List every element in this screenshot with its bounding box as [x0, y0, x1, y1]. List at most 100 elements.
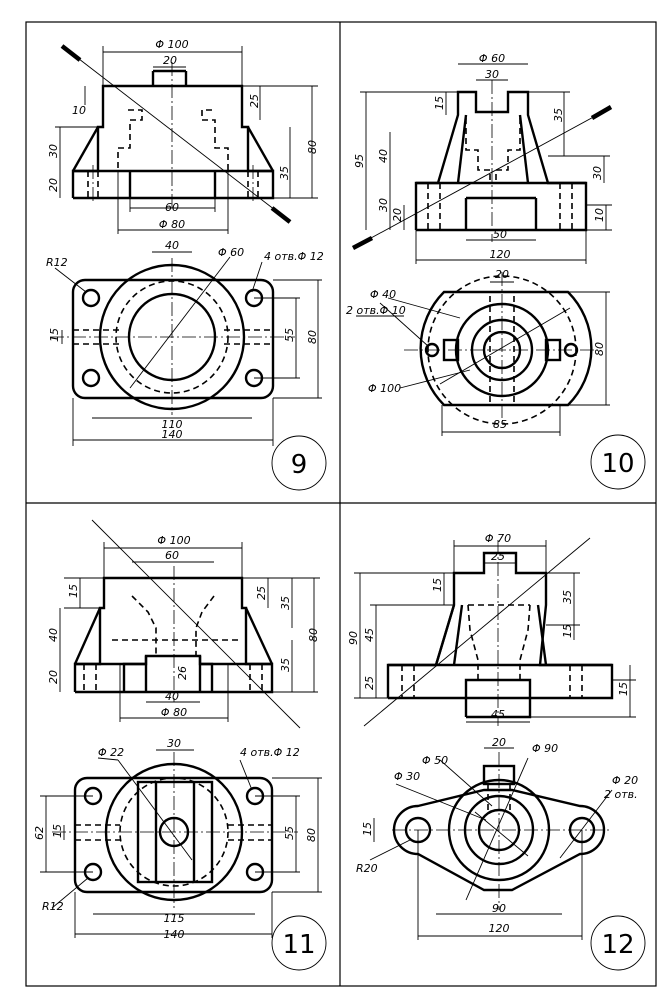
p10-dim-120: 120 — [490, 248, 511, 261]
p12-dim-45b: 45 — [491, 708, 505, 721]
p11-dim-40: 40 — [47, 628, 60, 642]
p10-dim-30a: 30 — [377, 198, 390, 212]
panel-10-top-view: 20 Φ 40 2 отв.Φ 10 80 Φ 100 85 — [346, 268, 610, 436]
p9-dim-r12: R12 — [46, 256, 68, 269]
p10-dim-85: 85 — [493, 418, 507, 431]
p9-dim-40: 40 — [165, 239, 179, 252]
p10-dim-80: 80 — [593, 342, 606, 356]
p11-dim-20: 20 — [47, 670, 60, 684]
p10-dim-30: 30 — [485, 68, 499, 81]
p10-dim-30b: 30 — [591, 166, 604, 180]
p10-dim-35: 35 — [552, 108, 565, 122]
p12-dim-r20: R20 — [356, 862, 378, 875]
p10-dim-50: 50 — [493, 228, 507, 241]
p11-dim-80: 80 — [305, 828, 318, 842]
p12-dim-90: 90 — [347, 631, 360, 645]
p9-dim-25: 25 — [248, 94, 261, 108]
p9-dim-60: 60 — [165, 201, 179, 214]
p11-dim-holes: 4 отв.Φ 12 — [240, 746, 300, 759]
p9-dim-holes: 4 отв.Φ 12 — [264, 250, 324, 263]
p9-dim-30: 30 — [47, 144, 60, 158]
p11-dim-d100: Φ 100 — [157, 534, 190, 547]
p9-dim-d100: Φ 100 — [155, 38, 188, 51]
p11-dim-115: 115 — [164, 912, 185, 925]
p11-dim-r12: R12 — [42, 900, 64, 913]
p11-dim-d22: Φ 22 — [98, 746, 124, 759]
p9-dim-d60: Φ 60 — [218, 246, 244, 259]
panel-11: Φ 100 60 15 25 35 40 80 20 26 35 40 Φ 80 — [33, 519, 327, 971]
panel-9-front-view: Φ 100 20 10 25 80 30 20 35 60 Φ 80 — [47, 38, 319, 234]
p11-dim-55: 55 — [283, 826, 296, 840]
p9-dim-80: 80 — [306, 140, 319, 154]
p9-dim-35: 35 — [278, 166, 291, 180]
p9-dim-10: 10 — [72, 104, 86, 117]
panel-12-number-circle — [590, 915, 646, 971]
p12-dim-2holes: 2 отв. — [604, 788, 638, 801]
p9-dim-55: 55 — [283, 328, 296, 342]
p10-dim-d40: Φ 40 — [370, 288, 396, 301]
panel-9: Φ 100 20 10 25 80 30 20 35 60 Φ 80 — [46, 38, 327, 491]
panel-10-number-circle — [590, 434, 646, 490]
p12-dim-45: 45 — [363, 628, 376, 642]
p11-dim-35a: 35 — [279, 596, 292, 610]
p10-dim-holes: 2 отв.Φ 10 — [346, 304, 406, 317]
p12-dim-15c: 15 — [617, 682, 630, 696]
p10-dim-10: 10 — [593, 208, 606, 222]
panel-11-front-view: Φ 100 60 15 25 35 40 80 20 26 35 40 Φ 80 — [47, 519, 320, 729]
p12-dim-25b: 25 — [363, 676, 376, 690]
p10-dim-d60: Φ 60 — [479, 52, 505, 65]
panel-10-front-view: Φ 60 30 15 35 95 40 30 30 20 10 50 120 — [351, 52, 613, 264]
panel-9-top-view: 40 Φ 60 4 отв.Φ 12 R12 15 55 80 110 140 — [46, 239, 324, 446]
panel-10-number: 10 — [601, 449, 634, 479]
p11-dim-80: 80 — [307, 628, 320, 642]
p12-dim-d20: Φ 20 — [612, 774, 638, 787]
p10-dim-15: 15 — [433, 96, 446, 110]
p12-dim-d30: Φ 30 — [394, 770, 420, 783]
p9-dim-15: 15 — [48, 328, 61, 342]
panel-12-number: 12 — [601, 930, 634, 960]
p12-dim-d70: Φ 70 — [485, 532, 511, 545]
p11-dim-35b: 35 — [279, 658, 292, 672]
p9-dim-110: 110 — [162, 418, 183, 431]
p9-dim-20: 20 — [163, 54, 177, 67]
p9-dim-d80: Φ 80 — [159, 218, 185, 231]
p11-dim-60: 60 — [165, 549, 179, 562]
panel-10: Φ 60 30 15 35 95 40 30 30 20 10 50 120 — [346, 52, 646, 490]
p12-dim-35: 35 — [561, 590, 574, 604]
panel-12: Φ 70 25 15 35 90 45 15 25 15 45 — [347, 532, 646, 971]
p11-dim-140: 140 — [164, 928, 185, 941]
p10-dim-20: 20 — [391, 208, 404, 222]
panel-11-top-view: 30 Φ 22 4 отв.Φ 12 62 15 55 80 R12 115 1… — [33, 737, 322, 941]
p11-dim-25: 25 — [255, 586, 268, 600]
p12-dim-90: 90 — [492, 902, 506, 915]
p11-dim-62: 62 — [33, 826, 46, 840]
p9-dim-80: 80 — [306, 330, 319, 344]
p12-dim-15a: 15 — [431, 578, 444, 592]
p12-dim-d90: Φ 90 — [532, 742, 558, 755]
panel-11-number: 11 — [282, 930, 315, 960]
p12-dim-15b: 15 — [561, 624, 574, 638]
p9-dim-140: 140 — [162, 428, 183, 441]
p12-dim-d50: Φ 50 — [422, 754, 448, 767]
p12-dim-15: 15 — [361, 822, 374, 836]
p11-dim-d80: Φ 80 — [161, 706, 187, 719]
panel-9-number: 9 — [291, 450, 308, 480]
panel-12-top-view: 20 Φ 50 Φ 90 Φ 30 Φ 20 2 отв. 15 R20 90 … — [356, 736, 638, 940]
p11-dim-15: 15 — [51, 824, 64, 838]
p10-dim-d100: Φ 100 — [368, 382, 401, 395]
p9-dim-20b: 20 — [47, 178, 60, 192]
p12-dim-20: 20 — [492, 736, 506, 749]
p10-dim-20: 20 — [495, 268, 509, 281]
p10-dim-95: 95 — [353, 154, 366, 168]
p12-dim-120: 120 — [489, 922, 510, 935]
p11-dim-40b: 40 — [165, 690, 179, 703]
panel-12-front-view: Φ 70 25 15 35 90 45 15 25 15 45 — [347, 532, 636, 727]
p11-dim-30: 30 — [167, 737, 181, 750]
p10-dim-40: 40 — [377, 149, 390, 163]
panel-11-number-circle — [271, 915, 327, 971]
p11-dim-26: 26 — [176, 666, 189, 680]
sheet-frame — [25, 21, 657, 987]
panel-9-number-circle — [271, 435, 327, 491]
p11-dim-15: 15 — [67, 584, 80, 598]
